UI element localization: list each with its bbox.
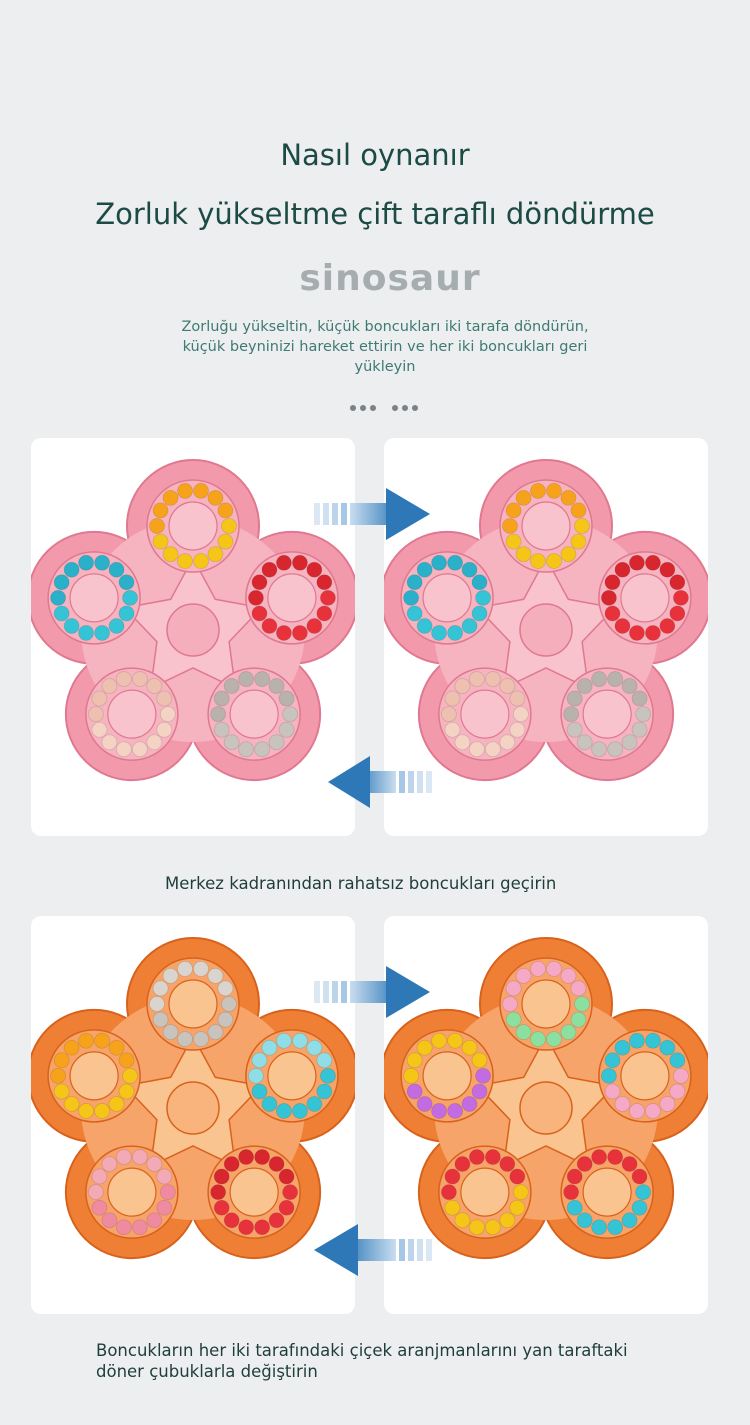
puzzle-toy-illustration <box>31 937 355 1260</box>
image-card-orange-front <box>31 916 355 1314</box>
step2-caption: Boncukların her iki tarafındaki çiçek ar… <box>96 1341 628 1381</box>
page-subtitle: Zorluk yükseltme çift taraflı döndürme <box>95 197 655 231</box>
image-card-orange-back <box>384 916 708 1314</box>
arrow-right-icon <box>314 488 430 540</box>
step1-caption: Merkez kadranından rahatsız boncukları g… <box>165 874 557 893</box>
description-text: Zorluğu yükseltin, küçük boncukları iki … <box>181 319 589 375</box>
ellipsis-dots-icon <box>350 405 418 411</box>
puzzle-toy-illustration <box>384 459 708 782</box>
arrow-left-icon <box>328 756 432 808</box>
arrow-right-icon <box>314 966 430 1018</box>
brand-name: sinosaur <box>299 258 481 299</box>
puzzle-toy-illustration <box>31 459 355 782</box>
page-title: Nasıl oynanır <box>280 138 470 172</box>
puzzle-toy-illustration <box>384 937 708 1260</box>
arrow-left-icon <box>314 1224 432 1276</box>
image-card-pink-scrambled <box>31 438 355 836</box>
image-card-pink-solved <box>384 438 708 836</box>
